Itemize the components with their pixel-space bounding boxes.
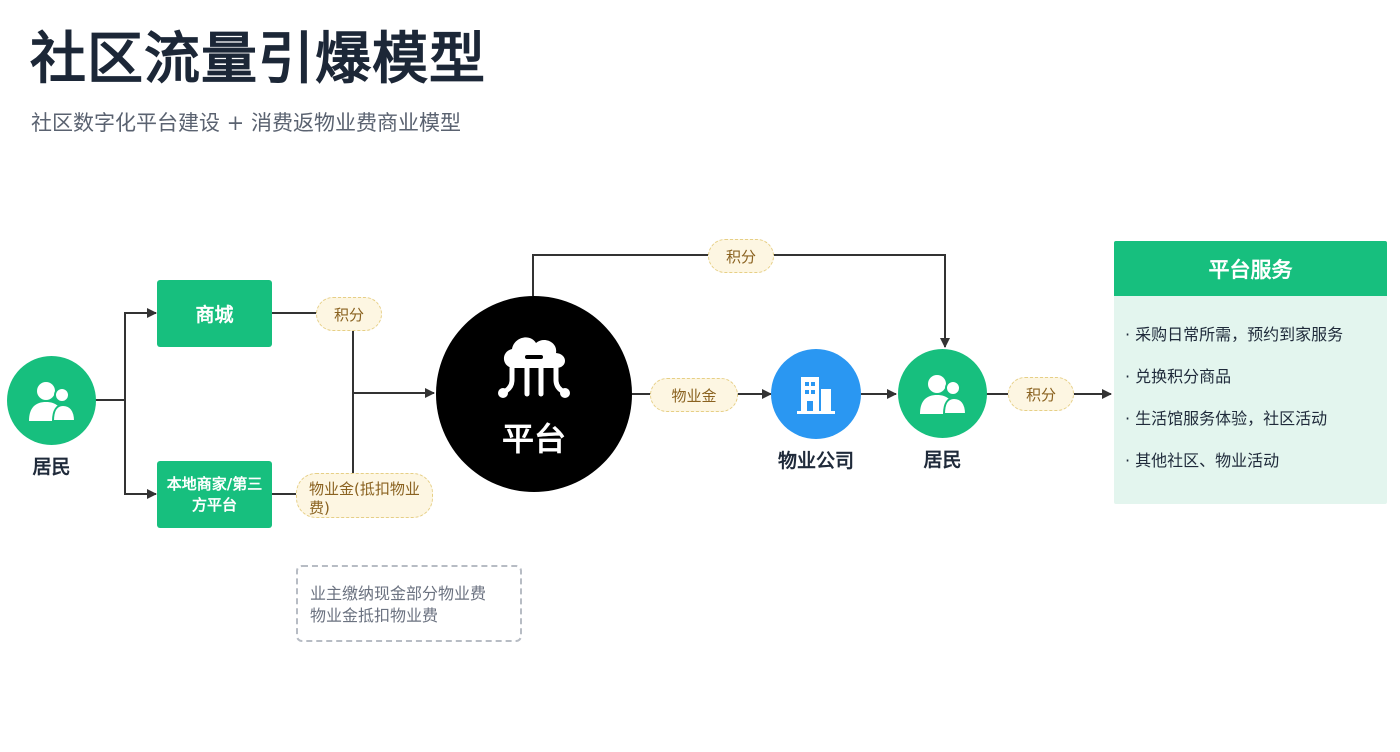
cloud-network-icon: [498, 337, 570, 398]
edge-resident-branch: [95, 308, 157, 401]
service-item: · 兑换积分商品: [1125, 367, 1232, 386]
users-icon: [919, 374, 967, 415]
property-gold-deduct-label: 物业金(抵扣物业费): [296, 473, 433, 518]
platform-node: 平台: [436, 296, 632, 492]
mall-node: 商城: [157, 280, 272, 347]
points-label-right: 积分: [1008, 377, 1074, 411]
resident-right-label: 居民: [923, 449, 962, 471]
property-company-node: [771, 349, 861, 439]
local-merchant-node: 本地商家/第三方平台: [157, 461, 272, 528]
note-line-2: 物业金抵扣物业费: [310, 606, 439, 625]
building-icon: [797, 377, 835, 414]
property-company-label: 物业公司: [777, 450, 854, 472]
page-title: 社区流量引爆模型: [30, 26, 486, 92]
resident-right-node: [898, 349, 987, 438]
property-gold-label: 物业金: [650, 378, 738, 412]
service-item: · 其他社区、物业活动: [1125, 451, 1280, 470]
page-subtitle: 社区数字化平台建设 + 消费返物业费商业模型: [31, 111, 461, 135]
mall-label: 商城: [195, 304, 234, 326]
edge-resident-branch-lower: [124, 400, 157, 499]
points-label-top: 积分: [708, 239, 774, 273]
note-line-1: 业主缴纳现金部分物业费: [310, 584, 487, 603]
note-box: 业主缴纳现金部分物业费 物业金抵扣物业费: [296, 565, 522, 642]
resident-left-node: [7, 356, 96, 445]
platform-label: 平台: [501, 420, 566, 458]
local-merchant-label: 本地商家/第三方平台: [166, 474, 263, 514]
users-icon: [28, 381, 76, 422]
service-item: · 生活馆服务体验，社区活动: [1125, 409, 1328, 428]
resident-left-label: 居民: [32, 456, 71, 478]
services-panel: 平台服务 · 采购日常所需，预约到家服务 · 兑换积分商品 · 生活馆服务体验，…: [1114, 241, 1387, 504]
service-item: · 采购日常所需，预约到家服务: [1125, 325, 1344, 344]
services-panel-title: 平台服务: [1114, 241, 1387, 296]
points-label-mall: 积分: [316, 297, 382, 331]
